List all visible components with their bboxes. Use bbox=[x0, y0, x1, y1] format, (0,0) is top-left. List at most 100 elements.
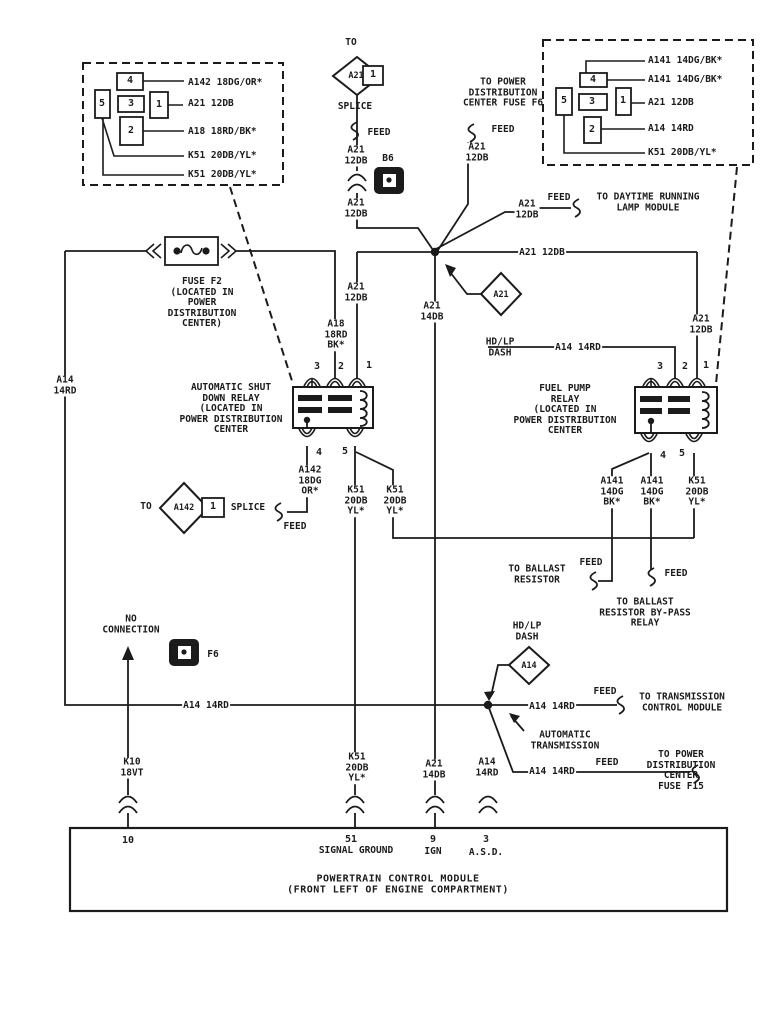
splice-a142-symbol-label: A142 bbox=[173, 502, 195, 513]
left-callout-leader-dashed bbox=[229, 186, 294, 385]
hdlp-a14-symbol-label: A14 bbox=[521, 660, 537, 671]
asd-pin-5: 5 bbox=[341, 445, 349, 457]
wire-label-a14-bottom: A14 14RD bbox=[474, 756, 500, 779]
ballast-dest-label: TO BALLAST RESISTOR bbox=[508, 563, 566, 585]
wire-label-k51-bottom: K51 20DB YL* bbox=[344, 751, 370, 784]
wire-label-a21-branch: A21 12DB bbox=[343, 281, 369, 304]
bypass-dest-label: TO BALLAST RESISTOR BY-PASS RELAY bbox=[599, 596, 691, 629]
left-callout-pin-3: 3 bbox=[127, 97, 135, 109]
left-callout-wire-4: K51 20DB/YL* bbox=[188, 149, 257, 161]
asd-pin-2: 2 bbox=[337, 360, 345, 372]
right-callout-wire-2: A141 14DG/BK* bbox=[648, 73, 723, 85]
wire-label-a141-left: A141 14DG BK* bbox=[599, 475, 625, 508]
fp-pin-3: 3 bbox=[656, 360, 664, 372]
drl-dest-label: TO DAYTIME RUNNING LAMP MODULE bbox=[596, 191, 700, 213]
splice-a142-pin: 1 bbox=[209, 500, 217, 512]
junction-dot-a21 bbox=[430, 247, 440, 257]
splice-a21-pin-box bbox=[362, 65, 384, 86]
wire-label-a21-12db-1: A21 12DB bbox=[343, 144, 369, 167]
fuse-f2-label: FUSE F2 (LOCATED IN POWER DISTRIBUTION C… bbox=[167, 275, 237, 329]
wire-label-k51-fp: K51 20DB YL* bbox=[684, 475, 710, 508]
grommet-f6-label: F6 bbox=[207, 648, 219, 660]
bypass-feed-label: FEED bbox=[664, 567, 688, 579]
hdlp-a21-diamond bbox=[479, 271, 523, 317]
fp-pin-4: 4 bbox=[659, 449, 667, 461]
pcm-pin-51: 51 bbox=[344, 833, 358, 845]
pcm-pin-10: 10 bbox=[121, 834, 135, 846]
fp-coil bbox=[701, 391, 710, 429]
wire-label-a14-left: A14 14RD bbox=[52, 374, 78, 397]
asd-pin-4: 4 bbox=[315, 446, 323, 458]
wire-label-k51-asd-right: K51 20DB YL* bbox=[382, 484, 408, 517]
asd-pin-1: 1 bbox=[365, 359, 373, 371]
right-callout-leader-dashed bbox=[715, 166, 738, 385]
hdlp-a14-label: HD/LP DASH bbox=[512, 620, 542, 642]
fuse-f2-symbol bbox=[144, 236, 238, 266]
wire-label-a21-bottom: A21 14DB bbox=[421, 758, 447, 781]
splice-a142-diamond bbox=[158, 481, 210, 535]
hdlp-a21-label: HD/LP DASH bbox=[485, 336, 515, 358]
left-callout-wire-5: K51 20DB/YL* bbox=[188, 168, 257, 180]
wire-a18-to-asd bbox=[236, 250, 336, 378]
left-callout-pin-5: 5 bbox=[98, 97, 106, 109]
pcm-asd-label: A.S.D. bbox=[468, 846, 504, 858]
hdlp-a14-diamond bbox=[507, 645, 551, 686]
asd-coil bbox=[359, 390, 368, 427]
left-callout-pin-4: 4 bbox=[126, 74, 134, 86]
pin-connector-symbols bbox=[298, 377, 706, 443]
right-callout-pin-4: 4 bbox=[589, 73, 597, 85]
pcm-pin-9: 9 bbox=[429, 833, 437, 845]
splice-feed-label: FEED bbox=[367, 126, 391, 138]
pcm-ign-label: IGN bbox=[424, 845, 442, 857]
splice-a142-feed-label: FEED bbox=[283, 520, 307, 532]
tcm-dest-label: TO TRANSMISSION CONTROL MODULE bbox=[639, 691, 725, 713]
ballast-feed-label: FEED bbox=[579, 556, 603, 568]
wire-label-a21-mid: A21 14DB bbox=[419, 300, 445, 323]
wire-a21-bus bbox=[356, 251, 697, 378]
f15-feed-label: FEED bbox=[594, 756, 620, 769]
asd-pin-3: 3 bbox=[313, 360, 321, 372]
wire-label-a141-right: A141 14DG BK* bbox=[639, 475, 665, 508]
splice-a21-label: SPLICE bbox=[337, 100, 373, 112]
left-callout-pin-2: 2 bbox=[127, 124, 135, 136]
wire-label-a14-bus: A14 14RD bbox=[182, 699, 230, 712]
arrowheads bbox=[122, 247, 520, 723]
f15-wire-label: A14 14RD bbox=[528, 765, 576, 778]
fp-relay-label: FUEL PUMP RELAY (LOCATED IN POWER DISTRI… bbox=[513, 382, 617, 436]
right-callout-pin-2: 2 bbox=[588, 123, 596, 135]
pcm-signal-ground-label: SIGNAL GROUND bbox=[318, 844, 394, 856]
wire-a141-ballast bbox=[598, 452, 650, 582]
grommet-b6-label: B6 bbox=[382, 152, 394, 164]
wire-label-a21-12db-4: A21 12DB bbox=[514, 198, 540, 221]
wire-break-symbols bbox=[118, 173, 498, 814]
right-callout-wire-4: A14 14RD bbox=[648, 122, 694, 134]
wire-label-a142: A142 18DG OR* bbox=[297, 464, 323, 497]
feed-terminal-symbols bbox=[274, 121, 700, 784]
wire-label-a18: A18 18RD BK* bbox=[323, 318, 349, 351]
fp-pin-1: 1 bbox=[702, 359, 710, 371]
asd-relay-label: AUTOMATIC SHUT DOWN RELAY (LOCATED IN PO… bbox=[179, 381, 283, 435]
splice-a142-pin-box bbox=[201, 497, 225, 518]
pcm-pin-3: 3 bbox=[482, 833, 490, 845]
right-callout-wire-1: A141 14DG/BK* bbox=[648, 54, 723, 66]
splice-a21-pin: 1 bbox=[369, 68, 377, 80]
callout-leader-lines bbox=[101, 60, 645, 176]
drl-feed-label: FEED bbox=[547, 191, 571, 203]
wire-a14-relay bbox=[488, 346, 676, 378]
splice-a21-symbol-label: A21 bbox=[348, 70, 364, 81]
right-connector-callout-box bbox=[542, 39, 754, 166]
callout-borders bbox=[82, 39, 754, 385]
pdc-f6-dest-label: TO POWER DISTRIBUTION CENTER FUSE F6 bbox=[462, 76, 544, 109]
wire-label-k51-asd-left: K51 20DB YL* bbox=[343, 484, 369, 517]
tcm-wire-label: A14 14RD bbox=[528, 700, 576, 713]
wire-label-a21-12db-3: A21 12DB bbox=[464, 141, 490, 164]
right-callout-wire-3: A21 12DB bbox=[648, 96, 694, 108]
no-connection-arrow bbox=[122, 646, 134, 660]
tcm-feed-label: FEED bbox=[593, 685, 617, 697]
right-callout-pin-5: 5 bbox=[560, 94, 568, 106]
splice-a142-to: TO bbox=[140, 500, 152, 512]
wire-hdlp-a14 bbox=[490, 664, 509, 697]
splice-a142-label: SPLICE bbox=[230, 501, 266, 513]
fp-pin-2: 2 bbox=[681, 360, 689, 372]
f15-dest-label: TO POWER DISTRIBUTION CENTER FUSE F15 bbox=[646, 749, 716, 792]
